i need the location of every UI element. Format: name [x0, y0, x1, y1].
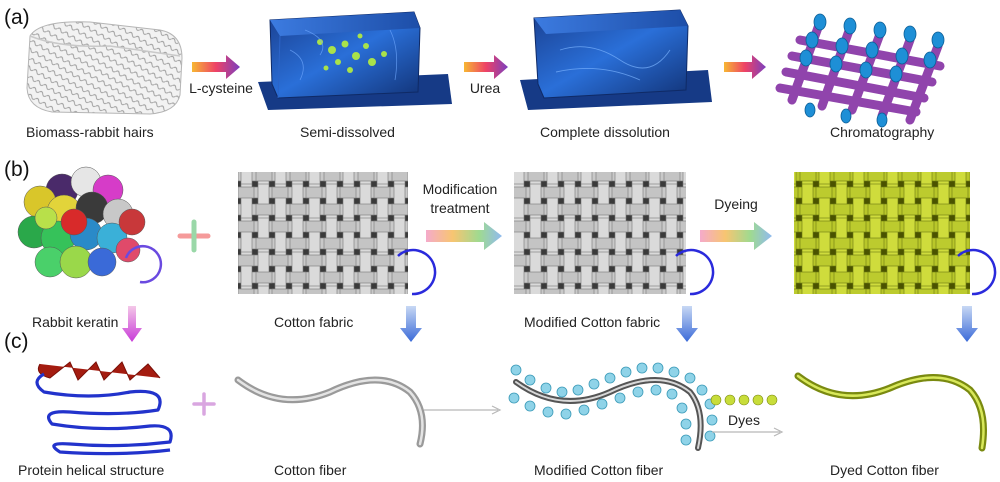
caption-cotton-fiber: Cotton fiber [274, 462, 347, 478]
down-arrow-keratin [122, 306, 142, 342]
arrow-modification [426, 222, 502, 250]
caption-chromatography: Chromatography [830, 124, 935, 140]
panel-label-c: (c) [4, 330, 29, 353]
dyed-cotton-fabric-weave [794, 172, 970, 294]
row-a-illustrations [26, 9, 945, 128]
modified-cotton-fabric-weave [514, 172, 686, 294]
caption-modified-cotton-fabric: Modified Cotton fabric [524, 314, 661, 330]
arrow-l-cysteine [192, 55, 240, 79]
arrow-label-l-cysteine: L-cysteine [189, 80, 253, 96]
arrow-dyeing [700, 222, 772, 250]
caption-cotton-fabric: Cotton fabric [274, 314, 354, 330]
row-b-illustrations [17, 166, 997, 296]
rabbit-keratin-cluster [17, 166, 163, 284]
caption-protein-helical-structure: Protein helical structure [18, 462, 165, 478]
arrow-to-chromatography [724, 55, 766, 79]
panel-label-b: (b) [4, 158, 30, 181]
caption-semi-dissolved: Semi-dissolved [300, 124, 395, 140]
plus-sign-c [192, 392, 216, 416]
arrow-label-dyes: Dyes [728, 412, 760, 428]
down-arrow-dyed [956, 306, 978, 342]
rabbit-hair-block [26, 21, 183, 115]
plus-sign-b [177, 219, 211, 253]
cotton-fiber [234, 376, 426, 448]
panel-label-a: (a) [4, 6, 30, 29]
dye-molecules [710, 394, 784, 437]
caption-complete-dissolution: Complete dissolution [540, 124, 670, 140]
row-c-illustrations [35, 361, 987, 456]
caption-rabbit-keratin: Rabbit keratin [32, 314, 119, 330]
chromatography-grid [775, 13, 945, 128]
complete-dissolution-gel [520, 9, 712, 110]
arrow-urea [464, 55, 508, 79]
row-b-to-c-arrows [122, 306, 978, 342]
arrow-label-urea: Urea [469, 80, 501, 96]
caption-dyed-cotton-fiber: Dyed Cotton fiber [830, 462, 939, 478]
semi-dissolved-gel [258, 11, 452, 110]
arrow-label-dyeing: Dyeing [714, 196, 758, 212]
down-arrow-cotton [400, 306, 422, 342]
down-arrow-modified [676, 306, 698, 342]
caption-biomass-rabbit-hairs: Biomass-rabbit hairs [26, 124, 154, 140]
modified-cotton-fiber [508, 362, 718, 451]
protein-helical-structure [35, 361, 173, 456]
caption-modified-cotton-fiber: Modified Cotton fiber [534, 462, 664, 478]
cotton-fabric-weave [238, 172, 408, 294]
